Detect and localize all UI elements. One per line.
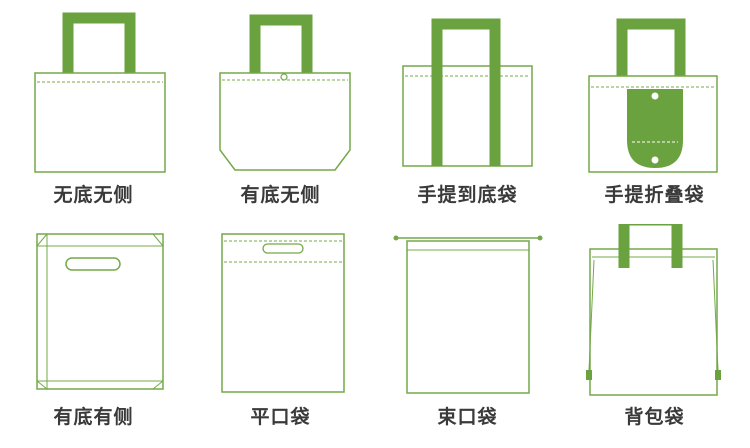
snap-button-icon: [280, 73, 288, 81]
bag-label: 手提到底袋: [417, 184, 518, 206]
bag-label: 平口袋: [250, 406, 311, 428]
bag-option-backpack[interactable]: 背包袋: [561, 224, 748, 448]
cord-end-icon: [537, 235, 543, 241]
handle-to-bottom-bag-illustration: [402, 18, 533, 167]
snap-button-icon: [651, 156, 659, 164]
gusset-bag-illustration: [36, 233, 164, 390]
bag-option-bottom-no-gusset[interactable]: 有底无侧: [187, 0, 374, 224]
folding-bag-illustration: [588, 18, 718, 173]
bag-label: 束口袋: [437, 406, 498, 428]
bag-label: 无底无侧: [53, 184, 134, 206]
fold-pouch-shape: [627, 89, 683, 168]
bag-label: 手提折叠袋: [604, 184, 705, 206]
bag-option-handle-folding[interactable]: 手提折叠袋: [561, 0, 748, 224]
bag-option-handle-to-bottom[interactable]: 手提到底袋: [374, 0, 561, 224]
bottom-bag-illustration: [219, 14, 351, 171]
bag-option-flat-no-gusset[interactable]: 无底无侧: [0, 0, 187, 224]
cord-end-icon: [393, 235, 399, 241]
strap-end-icon: [586, 370, 592, 380]
drawstring-bag-illustration: [393, 235, 543, 394]
bag-label: 有底有侧: [53, 406, 134, 428]
bag-label: 有底无侧: [240, 184, 321, 206]
flat-bag-illustration: [34, 12, 166, 173]
strap-end-icon: [715, 370, 721, 380]
snap-button-icon: [651, 92, 659, 100]
backpack-bag-illustration: [586, 224, 721, 396]
die-cut-handle-icon: [65, 257, 121, 271]
die-cut-handle-icon: [262, 243, 304, 254]
bag-option-bottom-and-gusset[interactable]: 有底有侧: [0, 224, 187, 448]
flat-opening-bag-illustration: [221, 233, 345, 393]
bag-option-flat-opening[interactable]: 平口袋: [187, 224, 374, 448]
bag-label: 背包袋: [624, 406, 685, 428]
bag-option-drawstring[interactable]: 束口袋: [374, 224, 561, 448]
